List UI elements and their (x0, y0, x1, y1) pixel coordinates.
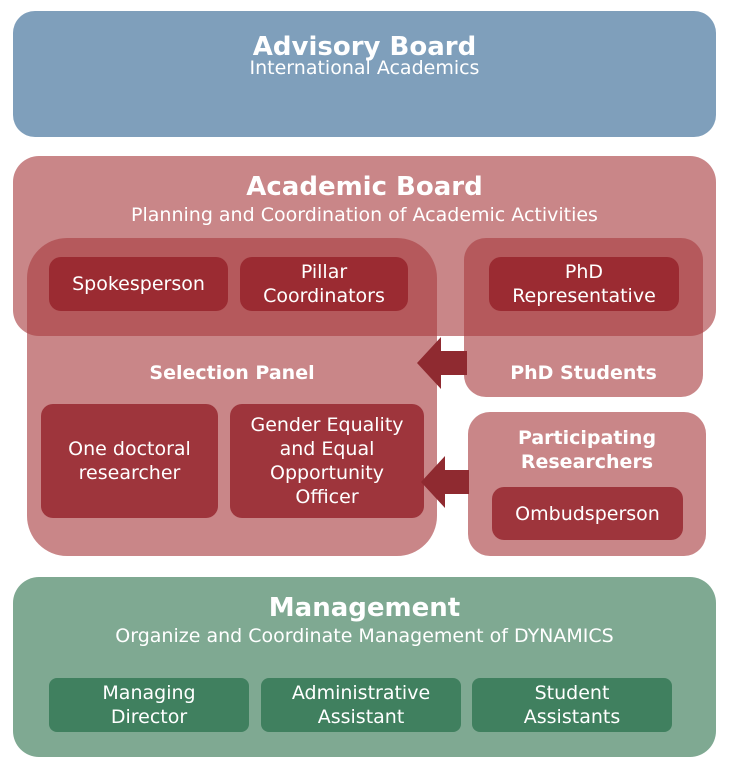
gender-label-line-4: Officer (295, 486, 359, 508)
pillar-label-line-1: Pillar (300, 261, 348, 283)
arrow-left-icon (417, 337, 467, 389)
management-title: Management (268, 593, 461, 623)
managing-director-line-2: Director (110, 706, 188, 728)
spokesperson-box: Spokesperson (49, 257, 228, 311)
participating-researchers-title: Participating Researchers (468, 426, 706, 474)
advisory-board-subtitle: International Academics (249, 57, 480, 79)
administrative-assistant-box: Administrative Assistant (261, 678, 461, 732)
participating-title-line-1: Participating (517, 427, 657, 449)
managing-director-line-1: Managing (102, 682, 196, 704)
participating-title-line-2: Researchers (520, 451, 654, 473)
advisory-board-panel: Advisory Board International Academics (13, 11, 716, 137)
phd-representative-box: PhD Representative (489, 257, 679, 311)
phd-rep-label-line-1: PhD (564, 261, 604, 283)
administrative-assistant-line-1: Administrative (291, 682, 431, 704)
pillar-coordinators-box: Pillar Coordinators (240, 257, 408, 311)
arrow-left-icon (421, 456, 469, 508)
management-subtitle: Organize and Coordinate Management of DY… (115, 625, 614, 647)
gender-label-line-3: Opportunity (269, 462, 385, 484)
doctoral-label-line-2: researcher (78, 462, 181, 484)
phd-students-title: PhD Students (510, 362, 657, 384)
academic-board-subtitle: Planning and Coordination of Academic Ac… (131, 204, 598, 226)
advisory-board-title: Advisory Board (252, 32, 477, 62)
student-assistants-line-2: Assistants (523, 706, 621, 728)
student-assistants-box: Student Assistants (472, 678, 672, 732)
phd-rep-label-line-2: Representative (512, 285, 656, 307)
doctoral-label-line-1: One doctoral (68, 438, 191, 460)
pillar-label-line-2: Coordinators (263, 285, 385, 307)
gender-label-line-2: and Equal (279, 438, 375, 460)
gender-equality-officer-box: Gender Equality and Equal Opportunity Of… (230, 404, 424, 518)
academic-board-title: Academic Board (246, 172, 483, 202)
ombudsperson-label: Ombudsperson (515, 502, 660, 525)
doctoral-researcher-box: One doctoral researcher (41, 404, 218, 518)
student-assistants-line-1: Student (534, 682, 610, 704)
spokesperson-label: Spokesperson (72, 273, 205, 295)
ombudsperson-box: Ombudsperson (492, 487, 683, 540)
managing-director-box: Managing Director (49, 678, 249, 732)
gender-label-line-1: Gender Equality (250, 414, 404, 436)
administrative-assistant-line-2: Assistant (317, 706, 405, 728)
selection-panel-title: Selection Panel (149, 362, 315, 384)
